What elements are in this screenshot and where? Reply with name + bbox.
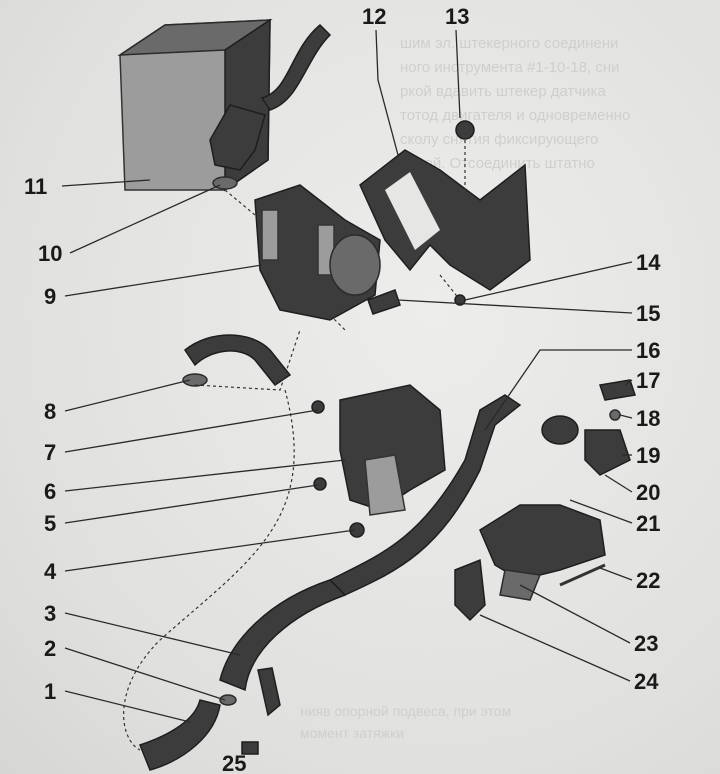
bleed-line: момент затяжки — [300, 725, 405, 741]
bleed-line: ного инструмента #1-10-18, сни — [400, 59, 620, 76]
assembly-line — [224, 189, 256, 216]
label-17: 17 — [636, 368, 660, 393]
assembly-line — [123, 389, 295, 751]
part-15-bolt — [367, 289, 401, 315]
label-24: 24 — [634, 669, 659, 694]
part-5-plug — [313, 477, 327, 491]
label-6: 6 — [44, 479, 56, 504]
label-19: 19 — [636, 443, 660, 468]
label-5: 5 — [44, 511, 56, 536]
part-25-clip — [241, 741, 259, 755]
part-12-bracket — [359, 149, 531, 291]
label-21: 21 — [636, 511, 660, 536]
label-12: 12 — [362, 4, 386, 29]
part-7-cover — [339, 384, 446, 516]
label-14: 14 — [636, 250, 661, 275]
label-13: 13 — [445, 4, 469, 29]
part-3-hose — [219, 579, 347, 692]
part-11-radiator — [117, 18, 273, 192]
bleed-through-text-top: шим эл. штекерного соединени ного инстру… — [400, 32, 630, 176]
label-2: 2 — [44, 636, 56, 661]
bleed-line: сколу снятия фиксирующего — [400, 131, 599, 148]
label-23: 23 — [634, 631, 658, 656]
part-22-bolt — [559, 563, 606, 587]
part-24-gasket — [454, 558, 486, 622]
bleed-line: ворой. Отсоединить штатно — [400, 155, 595, 172]
part-hose-top — [260, 23, 332, 111]
part-23-water-pump — [479, 504, 606, 601]
bleed-line: тотод двигателя и одновременно — [400, 107, 631, 124]
label-16: 16 — [636, 338, 660, 363]
label-1: 1 — [44, 679, 56, 704]
label-10: 10 — [38, 241, 62, 266]
label-22: 22 — [636, 568, 660, 593]
part-17-20-sensor — [541, 379, 636, 476]
part-pipe-stub — [257, 667, 281, 717]
part-1-hose — [139, 699, 221, 771]
label-3: 3 — [44, 601, 56, 626]
label-25: 25 — [222, 751, 246, 774]
bleed-through-text-bottom: нияв опорной подвеса, при этом момент за… — [300, 700, 511, 744]
part-8-hose — [183, 334, 292, 387]
label-9: 9 — [44, 284, 56, 309]
label-11: 11 — [24, 174, 47, 199]
label-20: 20 — [636, 480, 660, 505]
part-4-plug — [349, 522, 365, 538]
leader-lines — [61, 29, 633, 723]
bleed-line: ркой вдавить штекер датчика — [400, 83, 606, 100]
part-9-thermostat-housing — [254, 184, 381, 321]
assembly-line — [194, 329, 301, 391]
label-18: 18 — [636, 406, 660, 431]
bleed-line: нияв опорной подвеса, при этом — [300, 703, 512, 719]
assembly-line — [439, 274, 461, 301]
label-7: 7 — [44, 440, 56, 465]
part-hose-elbow — [209, 104, 266, 171]
part-13-nut — [455, 120, 475, 140]
part-16-hose — [328, 394, 522, 596]
part-2-clamp — [219, 694, 237, 706]
label-4: 4 — [44, 559, 57, 584]
part-8-o-ring — [182, 373, 208, 387]
label-8: 8 — [44, 399, 56, 424]
label-15: 15 — [636, 301, 660, 326]
bleed-line: шим эл. штекерного соединени — [400, 35, 619, 52]
